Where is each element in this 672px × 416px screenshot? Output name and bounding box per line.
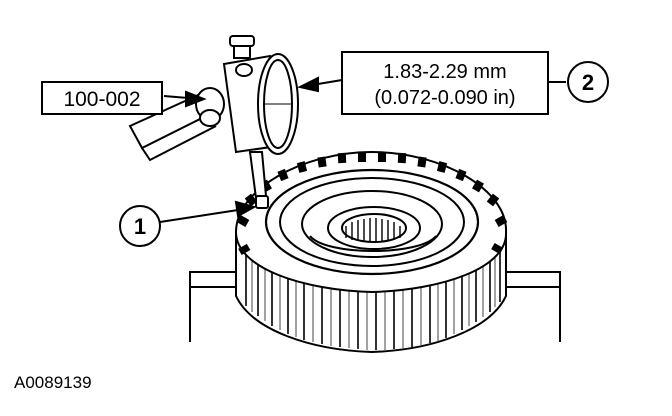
dial-indicator [128, 35, 299, 209]
gear-side-teeth [245, 236, 501, 350]
marker-2-label: 2 [582, 70, 594, 95]
spec-box [341, 51, 549, 115]
marker-1-label: 1 [134, 214, 146, 239]
marker-2: 2 [567, 61, 609, 103]
spec-imperial-label: (0.072-0.090 in) [374, 87, 515, 109]
tool-number-callout: 100-002 [41, 81, 163, 115]
bench-fixture [189, 271, 561, 342]
leader-lines [159, 76, 566, 223]
figure-id: A0089139 [14, 373, 92, 392]
center-splines [345, 218, 401, 242]
marker-1: 1 [119, 205, 161, 247]
gear-assembly [234, 150, 508, 354]
spec-callout: 1.83-2.29 mm (0.072-0.090 in) [341, 51, 549, 115]
tool-number-box [41, 81, 163, 115]
tool-number-label: 100-002 [63, 88, 140, 111]
spec-metric-label: 1.83-2.29 mm [383, 61, 506, 83]
